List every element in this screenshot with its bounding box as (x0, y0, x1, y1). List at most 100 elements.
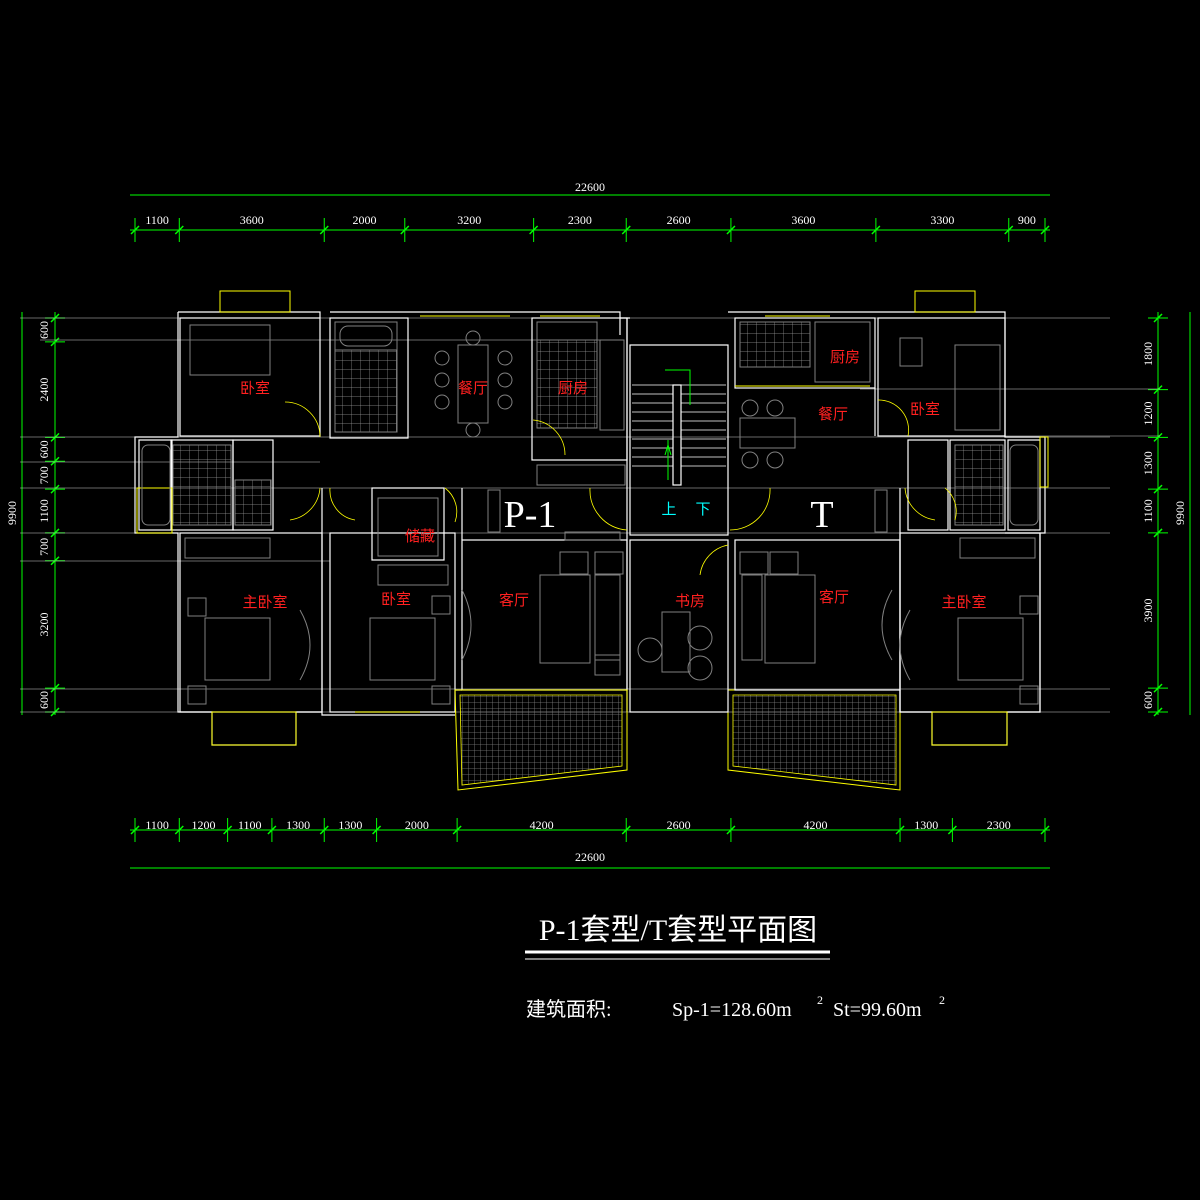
p1-walls (134, 311, 630, 746)
bottom-dim-segment-label: 1300 (338, 818, 362, 832)
top-dim-slash (400, 225, 410, 235)
right-dim-segment-label: 1100 (1141, 499, 1155, 523)
top-dim-segment-label: 3600 (791, 213, 815, 227)
area-st-superscript: 2 (939, 993, 945, 1007)
stair-core (629, 344, 729, 713)
room-label-t-master-bedroom: 主卧室 (941, 593, 986, 611)
stair-arrows (664, 369, 691, 480)
bottom-dim-segment-label: 1300 (914, 818, 938, 832)
left-dim-segment-label: 600 (37, 691, 51, 709)
dining-chair (465, 330, 481, 346)
room-label-t-living: 客厅 (819, 588, 849, 606)
room-label-t-bedroom: 卧室 (910, 400, 940, 418)
p1-balcony (454, 689, 628, 791)
right-dim-segment-label: 1300 (1141, 451, 1155, 475)
top-dim-slash (529, 225, 539, 235)
bottom-dim-slash (452, 825, 462, 835)
t-balcony (727, 689, 901, 791)
top-dim-segment-label: 3300 (930, 213, 954, 227)
unit-label-t: T (810, 494, 833, 536)
top-dim-segment-label: 3600 (240, 213, 264, 227)
bottom-dim-segment-label: 2600 (667, 818, 691, 832)
bottom-dim-segment-label: 1100 (145, 818, 169, 832)
top-dim-slash (726, 225, 736, 235)
room-label-p1-master-bedroom: 主卧室 (242, 593, 287, 611)
right-dim-segment-label: 3900 (1141, 599, 1155, 623)
left-total-dimension: 9900 (5, 501, 19, 525)
right-dim-slash (1153, 313, 1163, 323)
left-dim-segment-label: 600 (37, 440, 51, 458)
left-dim-segment-label: 3200 (37, 612, 51, 636)
top-dim-segment-label: 2300 (568, 213, 592, 227)
bottom-dim-segment-label: 1300 (286, 818, 310, 832)
top-dim-slash (130, 225, 140, 235)
left-dim-slash (50, 432, 60, 442)
left-dim-segment-label: 1100 (37, 499, 51, 523)
right-dim-slash (1153, 707, 1163, 717)
room-label-t-kitchen: 厨房 (830, 348, 860, 366)
right-dim-segment-label: 1800 (1141, 342, 1155, 366)
bottom-dim-segment-label: 1100 (238, 818, 262, 832)
right-dim-segment-label: 600 (1141, 691, 1155, 709)
bottom-dim-slash (726, 825, 736, 835)
bottom-dim-slash (895, 825, 905, 835)
left-dim-segment-label: 2400 (37, 378, 51, 402)
top-dim-segment-label: 2600 (667, 213, 691, 227)
right-dim-slash (1153, 385, 1163, 395)
top-dim-slash (319, 225, 329, 235)
left-dim-slash (50, 683, 60, 693)
top-dim-segment-label: 900 (1018, 213, 1036, 227)
left-dim-slash (50, 456, 60, 466)
room-label-t-dining: 餐厅 (818, 405, 848, 423)
windows (136, 290, 1049, 746)
room-label-study: 书房 (675, 592, 705, 610)
left-dim-slash (50, 337, 60, 347)
stair-up-label: 上 (661, 500, 676, 518)
bottom-dim-segment-label: 2300 (987, 818, 1011, 832)
p1-furniture (141, 321, 713, 705)
top-dim-segment-label: 2000 (353, 213, 377, 227)
right-dim-slash (1153, 432, 1163, 442)
room-label-p1-dining: 餐厅 (458, 379, 488, 397)
bottom-dim-slash (1040, 825, 1050, 835)
top-total-dimension: 22600 (575, 180, 605, 194)
bottom-dim-slash (372, 825, 382, 835)
stair-handrail (672, 384, 682, 486)
left-dim-segment-label: 700 (37, 538, 51, 556)
top-dim-slash (1004, 225, 1014, 235)
bottom-dim-segment-label: 2000 (405, 818, 429, 832)
bottom-dim-segment-label: 4200 (530, 818, 554, 832)
top-dim-slash (1040, 225, 1050, 235)
p1-dining-chairs (434, 330, 513, 438)
room-label-p1-kitchen: 厨房 (558, 379, 588, 397)
bottom-dim-slash (267, 825, 277, 835)
bottom-dim-slash (174, 825, 184, 835)
right-dim-slash (1153, 683, 1163, 693)
door-swings (284, 399, 957, 576)
bottom-dim-slash (130, 825, 140, 835)
room-label-p1-storage: 储藏 (405, 527, 435, 545)
room-label-p1-bedroom: 卧室 (381, 590, 411, 608)
bottom-dim-segment-label: 1200 (191, 818, 215, 832)
bottom-dim-slash (319, 825, 329, 835)
right-total-dimension: 9900 (1173, 501, 1187, 525)
stair-down-label: 下 (695, 500, 710, 518)
stair-treads (632, 384, 726, 467)
room-label-p1-living: 客厅 (499, 591, 529, 609)
area-sp1: Sp-1=128.60m (672, 999, 792, 1021)
dining-chair (497, 372, 513, 388)
dining-chair (465, 422, 481, 438)
dining-chair (434, 350, 450, 366)
drawing-title: P-1套型/T套型平面图 (539, 914, 817, 947)
dining-chair (434, 394, 450, 410)
bottom-dim-slash (223, 825, 233, 835)
bottom-total-dimension: 22600 (575, 850, 605, 864)
right-dim-slash (1153, 528, 1163, 538)
right-dim-slash (1153, 484, 1163, 494)
top-dim-slash (621, 225, 631, 235)
